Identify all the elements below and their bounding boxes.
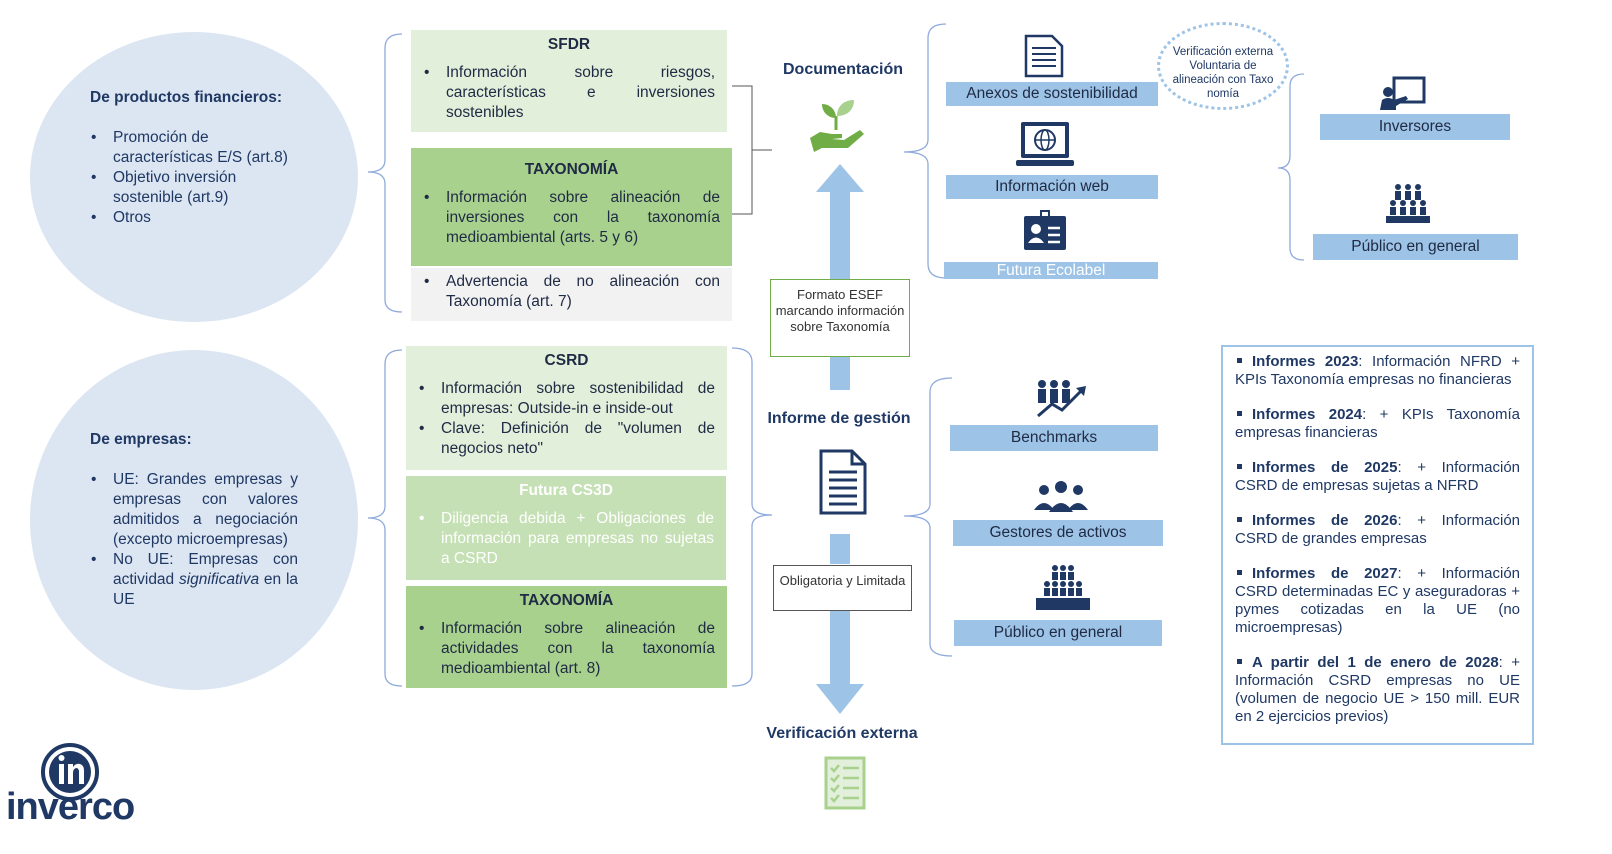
taxonomy-item-2: Información sobre alineación de activida… <box>419 619 715 679</box>
taxonomy-title-1: TAXONOMÍA <box>524 161 619 178</box>
audience-benchmarks: Benchmarks <box>950 425 1158 451</box>
bullet-square-icon <box>1237 358 1242 364</box>
fp-item-2: Objetivo inversión sostenible (art.9) <box>91 168 305 208</box>
timeline-item-4: Informes de 2026: + Información CSRD de … <box>1235 512 1520 547</box>
verificacion-heading: Verificación externa <box>766 725 918 742</box>
brace-top <box>367 33 403 313</box>
cs3d-item: Diligencia debida + Obligaciones de info… <box>419 509 714 569</box>
sfdr-title: SFDR <box>547 36 591 53</box>
brace-audience <box>1277 73 1305 261</box>
advertencia-panel: Advertencia de no alineación con Taxonom… <box>411 268 732 321</box>
advertencia-item: Advertencia de no alineación con Taxonom… <box>424 272 720 312</box>
inverco-logo-text: inverco <box>6 786 135 828</box>
voluntary-verification-ellipse: Verificación externa Voluntaria de aline… <box>1157 22 1289 110</box>
audience-publico-top: Público en general <box>1313 234 1518 260</box>
brace-doc <box>903 23 947 279</box>
document-icon <box>819 449 867 515</box>
plant-hand-icon <box>810 100 864 152</box>
informe-heading: Informe de gestión <box>767 410 911 427</box>
financial-products-text: De productos financieros: Promoción de c… <box>90 88 305 228</box>
vertical-arrows <box>816 164 864 714</box>
timeline-box: Informes 2023: Información NFRD + KPIs T… <box>1221 345 1534 745</box>
channel-ecolabel: Futura Ecolabel <box>944 262 1158 279</box>
csrd-item-2: Clave: Definición de "volumen de negocio… <box>419 419 715 459</box>
csrd-panel: CSRD Información sobre sostenibilidad de… <box>406 346 727 470</box>
crowd-icon-top <box>1386 184 1430 223</box>
companies-item-2: No UE: Empresas con actividad significat… <box>91 550 298 610</box>
sfdr-panel: SFDR Información sobre riesgos, caracter… <box>411 30 727 132</box>
channel-web: Información web <box>946 175 1158 199</box>
documentacion-heading: Documentación <box>782 61 903 78</box>
channel-anexos: Anexos de sostenibilidad <box>946 82 1158 106</box>
bullet-square-icon <box>1237 659 1242 665</box>
sfdr-item: Información sobre riesgos, característic… <box>424 63 715 123</box>
taxonomy-panel-1: TAXONOMÍA Información sobre alineación d… <box>411 148 732 266</box>
timeline-item-3: Informes de 2025: + Información CSRD de … <box>1235 459 1520 494</box>
brace-sfdr-tax <box>732 85 772 215</box>
crowd-icon-bottom <box>1036 565 1090 610</box>
financial-products-title: De productos financieros: <box>90 89 283 106</box>
timeline-item-2: Informes 2024: + KPIs Taxonomía empresas… <box>1235 406 1520 441</box>
esef-box: Formato ESEF marcando información sobre … <box>770 279 910 357</box>
companies-item-1: UE: Grandes empresas y empresas con valo… <box>91 470 298 550</box>
web-monitor-icon <box>1016 122 1074 166</box>
csrd-title: CSRD <box>544 352 589 369</box>
document-annex-icon <box>1024 34 1064 78</box>
audience-publico-bottom: Público en general <box>954 620 1162 646</box>
brace-csrd <box>731 347 773 687</box>
presenter-icon <box>1380 76 1426 110</box>
taxonomy-panel-2: TAXONOMÍA Información sobre alineación d… <box>406 586 727 688</box>
obligatoria-box: Obligatoria y Limitada <box>773 565 912 611</box>
taxonomy-item-1: Información sobre alineación de inversio… <box>424 188 720 248</box>
timeline-item-1: Informes 2023: Información NFRD + KPIs T… <box>1235 353 1520 388</box>
brace-informe <box>903 377 953 657</box>
csrd-item-1: Información sobre sostenibilidad de empr… <box>419 379 715 419</box>
companies-text: De empresas: UE: Grandes empresas y empr… <box>90 430 298 610</box>
timeline-item-6: A partir del 1 de enero de 2028: + Infor… <box>1235 654 1520 725</box>
inverco-logo-icon <box>41 743 99 801</box>
taxonomy-title-2: TAXONOMÍA <box>519 592 614 609</box>
companies-title: De empresas: <box>90 431 192 448</box>
cs3d-title: Futura CS3D <box>519 482 613 499</box>
checklist-icon <box>824 756 866 810</box>
audience-gestores: Gestores de activos <box>953 520 1163 546</box>
fp-item-3: Otros <box>91 208 305 228</box>
cs3d-panel: Futura CS3D Diligencia debida + Obligaci… <box>406 476 726 580</box>
benchmark-icon <box>1037 380 1086 418</box>
fp-item-1: Promoción de características E/S (art.8) <box>91 128 305 168</box>
bullet-square-icon <box>1237 570 1242 576</box>
badge-icon <box>1024 210 1066 250</box>
bullet-square-icon <box>1237 464 1242 470</box>
timeline-item-5: Informes de 2027: + Información CSRD det… <box>1235 565 1520 636</box>
bullet-square-icon <box>1237 411 1242 417</box>
audience-inversores: Inversores <box>1320 114 1510 140</box>
asset-managers-icon <box>1034 481 1088 512</box>
bullet-square-icon <box>1237 517 1242 523</box>
voluntary-verification-text: Verificación externa Voluntaria de aline… <box>1172 46 1274 100</box>
brace-bottom <box>367 349 403 687</box>
